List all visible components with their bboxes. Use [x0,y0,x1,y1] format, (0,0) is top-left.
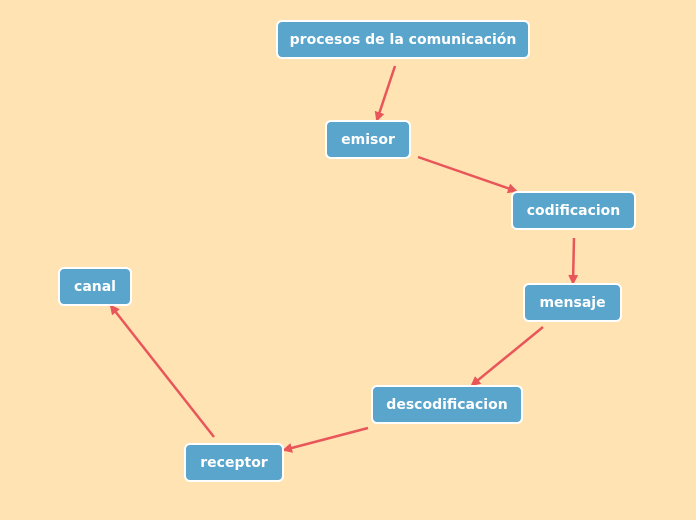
node-receptor[interactable]: receptor [184,443,284,482]
arrow-procesos-to-emisor [374,65,397,122]
node-procesos-de-la-comunicacion[interactable]: procesos de la comunicación [276,20,530,59]
arrow-descodificacion-to-receptor [282,426,369,453]
arrow-receptor-to-canal [109,304,215,438]
node-mensaje[interactable]: mensaje [523,283,622,322]
arrow-emisor-to-codificacion [417,155,518,194]
node-canal[interactable]: canal [58,267,132,306]
node-codificacion[interactable]: codificacion [511,191,636,230]
node-descodificacion[interactable]: descodificacion [371,385,523,424]
node-emisor[interactable]: emisor [325,120,411,159]
arrow-codificacion-to-mensaje [568,237,579,285]
arrow-mensaje-to-descodificacion [470,326,544,387]
